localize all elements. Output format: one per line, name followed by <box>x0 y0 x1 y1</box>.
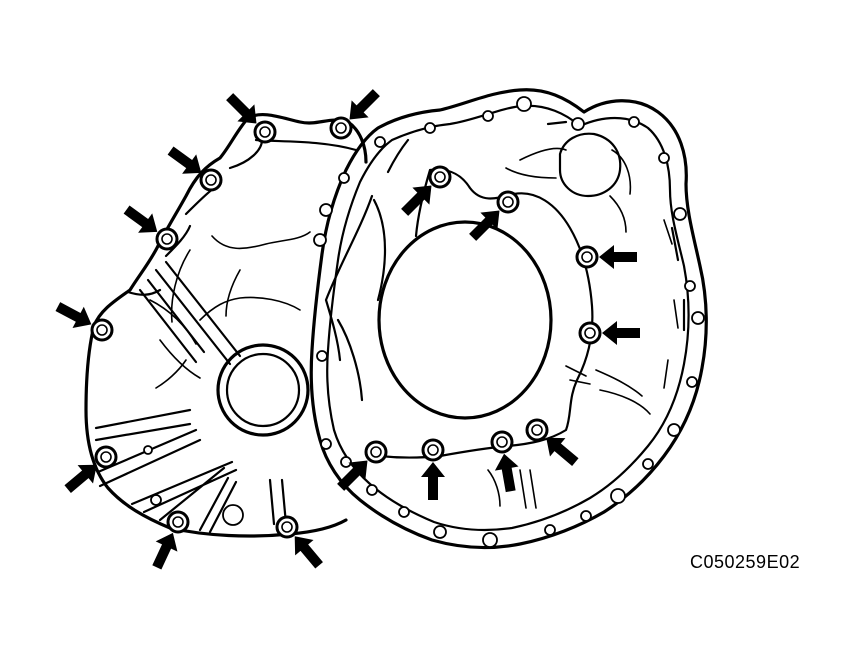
bolt <box>490 430 514 454</box>
flange-inner-arc <box>324 194 387 402</box>
flange-holes <box>313 96 705 548</box>
bolt <box>166 510 190 534</box>
torque-converter-opening <box>377 220 553 420</box>
figure-code: C050259E02 <box>690 552 801 572</box>
pointer-arrow <box>152 532 178 570</box>
housing-ribs <box>94 408 288 534</box>
output-bore-inner <box>225 352 301 428</box>
arrow-layer <box>55 89 640 570</box>
shift-rod <box>138 260 242 366</box>
pointer-arrow <box>349 89 380 120</box>
dowel-hole <box>150 494 162 506</box>
bolt <box>364 440 388 464</box>
bolt <box>94 445 118 469</box>
pointer-arrow <box>167 146 202 174</box>
pointer-arrow <box>55 302 92 328</box>
bolt <box>428 165 452 189</box>
bolt <box>496 190 520 214</box>
pointer-arrow <box>546 437 579 466</box>
bolt-layer <box>90 116 602 539</box>
left-housing-internal-contours <box>149 231 311 389</box>
right-side-details <box>487 219 679 509</box>
dowel-hole <box>222 504 244 526</box>
pointer-arrow <box>294 536 323 569</box>
flange-slots <box>386 120 686 332</box>
left-housing-outline <box>84 113 368 538</box>
bolt <box>155 227 179 251</box>
bolt <box>421 438 445 462</box>
bolt <box>199 168 223 192</box>
pointer-arrow <box>123 205 158 233</box>
left-housing <box>84 113 368 538</box>
dowel-hole <box>143 445 153 455</box>
pointer-arrow <box>602 321 640 345</box>
bolt <box>525 418 549 442</box>
bolt <box>329 116 353 140</box>
pointer-arrow <box>401 185 432 216</box>
left-housing-ridge <box>126 138 358 296</box>
pointer-arrow <box>599 245 637 269</box>
pointer-arrow <box>64 464 97 493</box>
pump-boss-detail <box>505 147 632 233</box>
pointer-arrow <box>226 93 257 124</box>
output-bore-outer <box>216 343 310 437</box>
pointer-arrow <box>337 460 368 491</box>
pointer-arrow <box>421 462 445 500</box>
bolt <box>578 321 602 345</box>
bolt <box>575 245 599 269</box>
bolt <box>275 515 299 539</box>
pointer-arrow <box>469 210 500 241</box>
bolt <box>253 120 277 144</box>
right-housing-outline <box>309 88 708 550</box>
bolt <box>90 318 114 342</box>
pointer-arrow <box>494 453 519 493</box>
pump-boss <box>558 132 622 198</box>
